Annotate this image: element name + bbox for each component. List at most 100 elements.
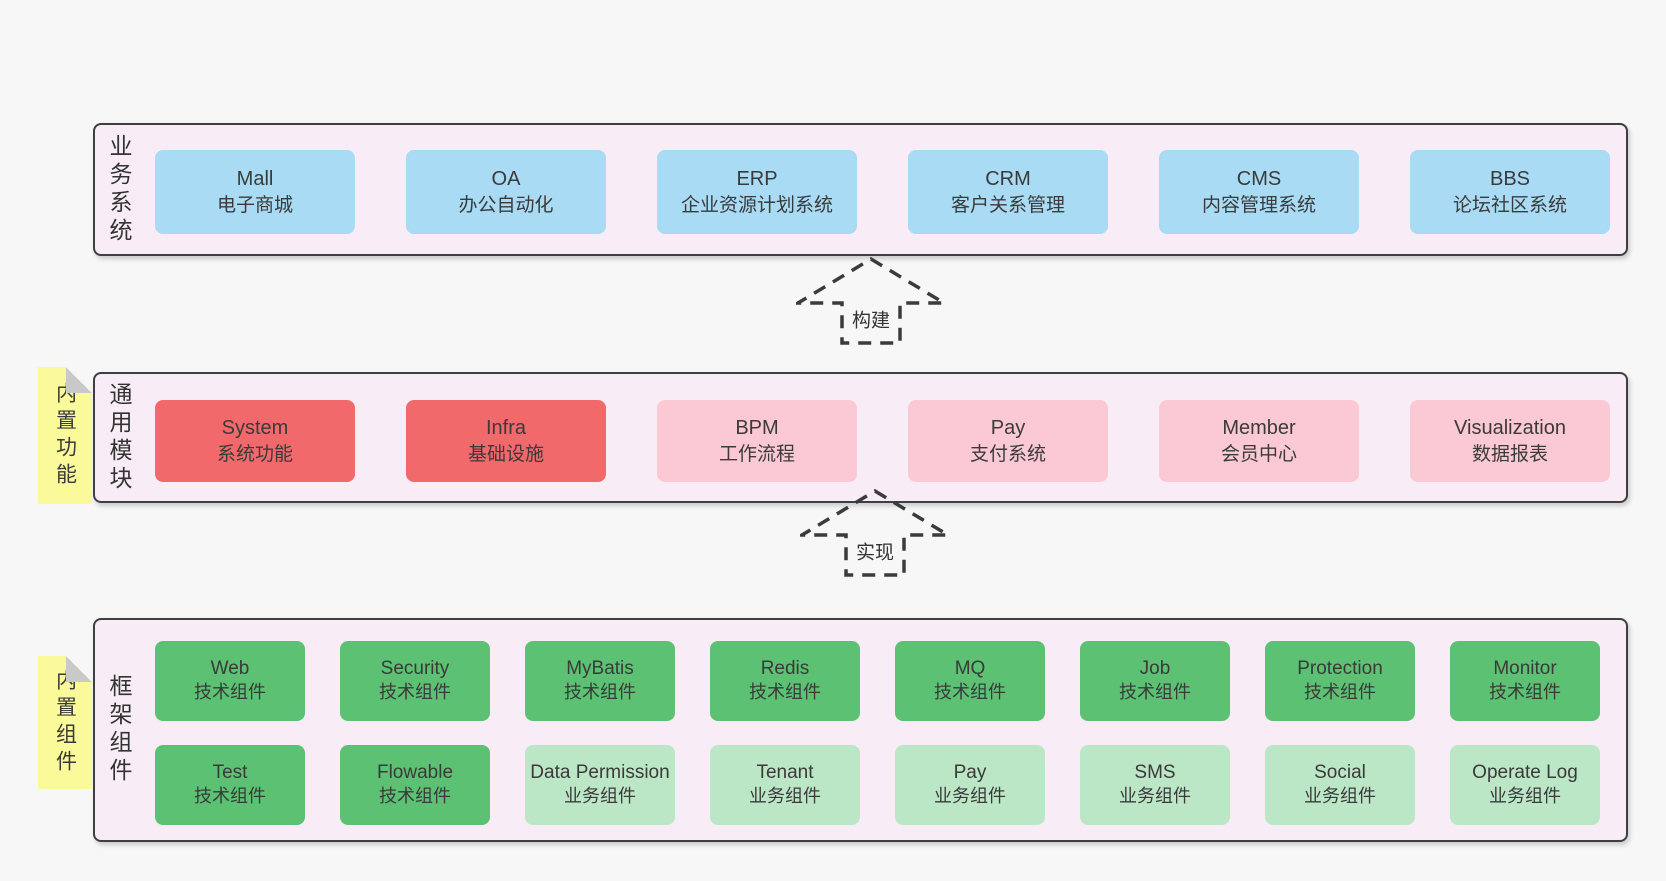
box-operate-log-desc: 业务组件 <box>1489 786 1561 807</box>
framework-components-panel: 框架组件 Web 技术组件 Security 技术组件 MyBatis 技术组件… <box>93 618 1628 842</box>
business-systems-panel: 业务系统 Mall 电子商城 OA 办公自动化 ERP 企业资源计划系统 CRM… <box>93 123 1628 256</box>
box-redis: Redis 技术组件 <box>710 641 860 721</box>
box-mybatis-name: MyBatis <box>566 658 634 680</box>
box-system: System 系统功能 <box>155 400 355 482</box>
up-arrow-icon <box>800 489 950 577</box>
box-monitor-desc: 技术组件 <box>1489 682 1561 703</box>
common-modules-label: 通用模块 <box>106 374 132 501</box>
box-pay-module: Pay 支付系统 <box>908 400 1108 482</box>
common-modules-row: System 系统功能 Infra 基础设施 BPM 工作流程 Pay 支付系统… <box>155 400 1610 482</box>
box-bbs-name: BBS <box>1489 167 1531 190</box>
box-visualization: Visualization 数据报表 <box>1410 400 1610 482</box>
built-in-features-sticky-text: 内置功能 <box>53 381 77 490</box>
box-monitor-name: Monitor <box>1493 658 1557 680</box>
box-monitor: Monitor 技术组件 <box>1450 641 1600 721</box>
box-job-name: Job <box>1139 658 1171 680</box>
box-tenant-desc: 业务组件 <box>749 786 821 807</box>
framework-components-label: 框架组件 <box>106 620 132 840</box>
box-data-permission: Data Permission 业务组件 <box>525 745 675 825</box>
box-sms-desc: 业务组件 <box>1119 786 1191 807</box>
box-mybatis: MyBatis 技术组件 <box>525 641 675 721</box>
box-bpm-desc: 工作流程 <box>718 443 795 465</box>
common-modules-label-text: 通用模块 <box>106 381 132 494</box>
box-redis-desc: 技术组件 <box>749 682 821 703</box>
common-modules-panel: 通用模块 System 系统功能 Infra 基础设施 BPM 工作流程 Pay… <box>93 372 1628 503</box>
box-member-desc: 会员中心 <box>1220 443 1297 465</box>
box-web: Web 技术组件 <box>155 641 305 721</box>
box-operate-log: Operate Log 业务组件 <box>1450 745 1600 825</box>
box-pay-component-name: Pay <box>953 762 987 784</box>
business-systems-label: 业务系统 <box>106 125 132 254</box>
box-infra-name: Infra <box>485 416 527 439</box>
box-job-desc: 技术组件 <box>1119 682 1191 703</box>
box-web-desc: 技术组件 <box>194 682 266 703</box>
box-cms-desc: 内容管理系统 <box>1201 194 1316 216</box>
build-arrow-label: 构建 <box>848 304 894 334</box>
box-erp: ERP 企业资源计划系统 <box>657 150 857 234</box>
box-security: Security 技术组件 <box>340 641 490 721</box>
box-member: Member 会员中心 <box>1159 400 1359 482</box>
box-sms: SMS 业务组件 <box>1080 745 1230 825</box>
box-test-desc: 技术组件 <box>194 786 266 807</box>
box-tenant-name: Tenant <box>756 762 814 784</box>
box-data-permission-desc: 业务组件 <box>564 786 636 807</box>
box-mall-name: Mall <box>236 167 274 190</box>
business-systems-label-text: 业务系统 <box>106 133 132 246</box>
box-test: Test 技术组件 <box>155 745 305 825</box>
box-web-name: Web <box>210 658 250 680</box>
box-flowable-name: Flowable <box>376 762 454 784</box>
box-mall: Mall 电子商城 <box>155 150 355 234</box>
box-protection-name: Protection <box>1297 658 1383 680</box>
box-mall-desc: 电子商城 <box>216 194 293 216</box>
box-system-desc: 系统功能 <box>216 443 293 465</box>
box-redis-name: Redis <box>760 658 810 680</box>
framework-components-row-1: Web 技术组件 Security 技术组件 MyBatis 技术组件 Redi… <box>155 641 1600 721</box>
box-crm: CRM 客户关系管理 <box>908 150 1108 234</box>
framework-components-row-2: Test 技术组件 Flowable 技术组件 Data Permission … <box>155 745 1600 825</box>
up-arrow-icon <box>796 257 946 345</box>
box-mq: MQ 技术组件 <box>895 641 1045 721</box>
box-bpm: BPM 工作流程 <box>657 400 857 482</box>
box-erp-name: ERP <box>736 167 778 190</box>
box-oa: OA 办公自动化 <box>406 150 606 234</box>
box-data-permission-name: Data Permission <box>530 762 670 784</box>
box-oa-name: OA <box>491 167 521 190</box>
implement-arrow-icon: 实现 <box>800 489 950 579</box>
box-pay-module-desc: 支付系统 <box>969 443 1046 465</box>
box-pay-module-name: Pay <box>990 416 1026 439</box>
box-sms-name: SMS <box>1134 762 1176 784</box>
box-crm-desc: 客户关系管理 <box>950 194 1065 216</box>
box-cms: CMS 内容管理系统 <box>1159 150 1359 234</box>
box-visualization-name: Visualization <box>1454 416 1566 439</box>
implement-arrow-label: 实现 <box>852 536 898 566</box>
box-security-name: Security <box>380 658 450 680</box>
box-system-name: System <box>221 416 289 439</box>
box-test-name: Test <box>212 762 248 784</box>
box-visualization-desc: 数据报表 <box>1471 443 1548 465</box>
box-social-desc: 业务组件 <box>1304 786 1376 807</box>
box-mybatis-desc: 技术组件 <box>564 682 636 703</box>
box-job: Job 技术组件 <box>1080 641 1230 721</box>
box-infra: Infra 基础设施 <box>406 400 606 482</box>
box-mq-desc: 技术组件 <box>934 682 1006 703</box>
box-infra-desc: 基础设施 <box>467 443 544 465</box>
box-oa-desc: 办公自动化 <box>458 194 554 216</box>
box-social-name: Social <box>1314 762 1366 784</box>
build-arrow-icon: 构建 <box>796 257 946 347</box>
box-bbs: BBS 论坛社区系统 <box>1410 150 1610 234</box>
framework-components-label-text: 框架组件 <box>106 674 132 786</box>
box-operate-log-name: Operate Log <box>1472 762 1578 784</box>
box-social: Social 业务组件 <box>1265 745 1415 825</box>
box-security-desc: 技术组件 <box>379 682 451 703</box>
box-bpm-name: BPM <box>735 416 779 439</box>
box-crm-name: CRM <box>985 167 1031 190</box>
box-cms-name: CMS <box>1236 167 1282 190</box>
box-pay-component-desc: 业务组件 <box>934 786 1006 807</box>
built-in-components-sticky: 内置组件 <box>38 656 92 789</box>
built-in-components-sticky-text: 内置组件 <box>53 668 77 777</box>
box-bbs-desc: 论坛社区系统 <box>1452 194 1567 216</box>
box-mq-name: MQ <box>954 658 986 680</box>
box-protection-desc: 技术组件 <box>1304 682 1376 703</box>
box-tenant: Tenant 业务组件 <box>710 745 860 825</box>
